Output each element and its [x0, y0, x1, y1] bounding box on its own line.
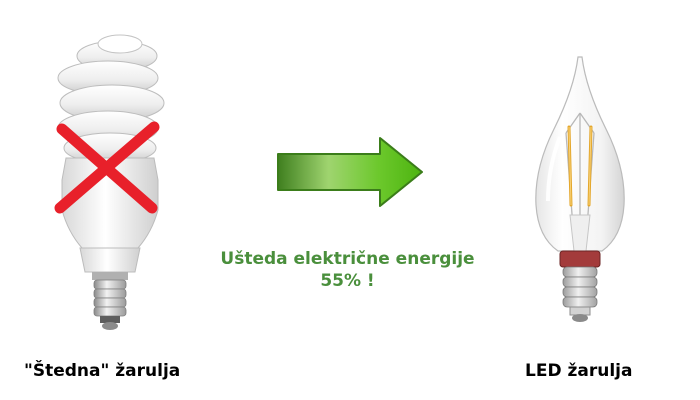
cross-icon — [54, 121, 160, 214]
arrow-right-icon — [277, 137, 423, 207]
led-caption: LED žarulja — [525, 361, 633, 381]
energy-saving-text: Ušteda električne energije 55% ! — [200, 248, 495, 292]
saving-line-1: Ušteda električne energije — [220, 249, 475, 269]
led-filament-bulb-icon — [535, 56, 625, 322]
cfl-caption: "Štedna" žarulja — [24, 361, 181, 381]
saving-line-2: 55% ! — [320, 271, 375, 291]
cfl-bulb-icon — [54, 34, 165, 330]
